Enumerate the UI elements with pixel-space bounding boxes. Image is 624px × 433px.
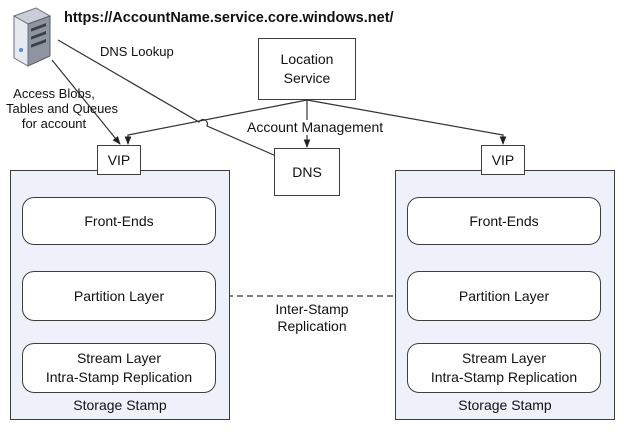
access-label-line-2: Tables and Queues xyxy=(6,101,119,116)
location-service-line-1: Location xyxy=(280,51,334,67)
inter-stamp-label-line-2: Replication xyxy=(277,318,347,334)
partition-layer-left: Partition Layer xyxy=(22,271,216,321)
account-management-label: Account Management xyxy=(247,119,384,135)
location-service-line-2: Service xyxy=(283,70,331,86)
access-label: Access Blobs, Tables and Queues for acco… xyxy=(6,86,119,131)
partition-layer-right: Partition Layer xyxy=(407,271,601,321)
stream-layer-left-line-2: Intra-Stamp Replication xyxy=(45,369,193,385)
client-to-vip-arrow xyxy=(51,59,121,145)
access-label-line-1: Access Blobs, xyxy=(13,86,95,101)
stream-layer-right-line-1: Stream Layer xyxy=(461,350,547,366)
stream-layer-right: Stream Layer Intra-Stamp Replication xyxy=(407,343,601,393)
storage-stamp-label-right: Storage Stamp xyxy=(458,397,552,413)
inter-stamp-label-line-1: Inter-Stamp xyxy=(275,301,349,317)
location-to-right-vip-arrow xyxy=(306,99,507,145)
location-service-box: Location Service xyxy=(258,38,356,100)
front-ends-left: Front-Ends xyxy=(22,197,216,245)
stream-layer-left-line-1: Stream Layer xyxy=(76,350,162,366)
access-label-line-3: for account xyxy=(21,116,87,131)
location-to-left-vip-arrow xyxy=(124,99,308,145)
front-ends-right: Front-Ends xyxy=(407,197,601,245)
storage-stamp-label-left: Storage Stamp xyxy=(73,397,167,413)
server-icon xyxy=(12,7,52,67)
vip-box-left: VIP xyxy=(97,145,141,175)
dns-box: DNS xyxy=(274,148,340,196)
stream-layer-right-line-2: Intra-Stamp Replication xyxy=(430,369,578,385)
inter-stamp-label: Inter-Stamp Replication xyxy=(262,301,362,335)
stream-layer-left: Stream Layer Intra-Stamp Replication xyxy=(22,343,216,393)
vip-box-right: VIP xyxy=(481,145,525,175)
dns-lookup-label: DNS Lookup xyxy=(100,44,174,59)
account-url: https://AccountName.service.core.windows… xyxy=(64,10,394,26)
